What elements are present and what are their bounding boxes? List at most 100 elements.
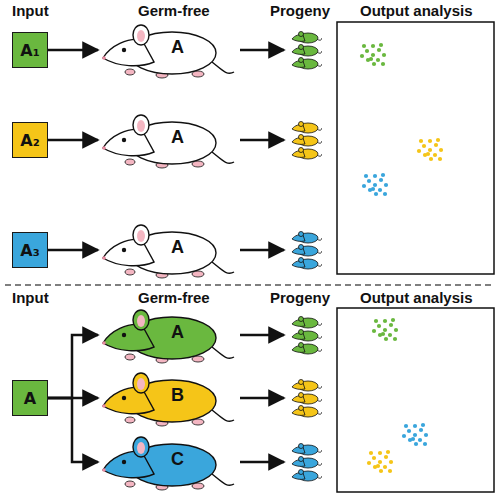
progeny-mouse (292, 470, 322, 482)
divider-line (5, 284, 495, 285)
progeny-mouse (292, 380, 322, 392)
mouse-ear (133, 437, 149, 457)
column-heading: Input (12, 289, 49, 306)
mouse-inner-ear (137, 378, 145, 390)
progeny-mouse (292, 406, 322, 418)
progeny-mouse (292, 245, 322, 257)
mouse-outline (100, 432, 235, 492)
progeny-mouse (292, 122, 322, 134)
mouse-node: C (100, 432, 235, 492)
mouse-node: A (100, 220, 235, 280)
mouse-node: B (100, 368, 235, 428)
mouse-foot (125, 354, 135, 360)
flow-arrow (48, 398, 98, 462)
mouse-nose (102, 341, 106, 345)
mouse-eye (122, 460, 126, 464)
breeding-arrow (240, 139, 284, 142)
mouse-node: A (100, 305, 235, 365)
progeny-mouse (292, 258, 322, 270)
mouse-eye (122, 333, 126, 337)
mouse-eye (122, 138, 126, 142)
mouse-ear (133, 225, 149, 245)
node-label: C (120, 449, 235, 470)
node-label: B (120, 385, 235, 406)
data-cluster (372, 318, 398, 341)
flow-arrow (48, 139, 98, 142)
mouse-ear (133, 373, 149, 393)
input-box: A₃ (12, 232, 48, 268)
node-label: A (120, 127, 235, 148)
mouse-foot (125, 417, 135, 423)
mouse-outline (100, 20, 235, 80)
progeny-mouse (292, 343, 322, 355)
progeny-mouse (292, 444, 322, 456)
column-heading: Input (12, 2, 49, 19)
mouse-eye (122, 396, 126, 400)
mouse-outline (100, 305, 235, 365)
mouse-inner-ear (137, 442, 145, 454)
column-heading: Progeny (270, 2, 330, 19)
mouse-ear (133, 25, 149, 45)
output-panel (337, 22, 494, 274)
column-heading: Output analysis (360, 2, 473, 19)
progeny-mouse (292, 330, 322, 342)
mouse-nose (102, 468, 106, 472)
data-cluster (362, 173, 388, 196)
output-panel (337, 308, 494, 492)
input-box: A₂ (12, 122, 48, 158)
progeny-mouse (292, 148, 322, 160)
mouse-eye (122, 248, 126, 252)
input-box: A₁ (12, 32, 48, 68)
mouse-nose (102, 146, 106, 150)
column-heading: Output analysis (360, 289, 473, 306)
mouse-tail (212, 262, 234, 273)
mouse-foot (125, 159, 135, 165)
mouse-ear (133, 115, 149, 135)
progeny-mouse (292, 135, 322, 147)
mouse-inner-ear (137, 315, 145, 327)
progeny-mouse (292, 457, 322, 469)
mouse-node: A (100, 110, 235, 170)
flow-arrow (48, 49, 98, 52)
mouse-foot (125, 69, 135, 75)
progeny-mouse (292, 32, 322, 44)
breeding-arrow (240, 461, 284, 464)
mouse-outline (100, 368, 235, 428)
progeny-mouse (292, 45, 322, 57)
breeding-arrow (240, 334, 284, 337)
progeny-mouse (292, 232, 322, 244)
mouse-foot (125, 481, 135, 487)
mouse-nose (102, 404, 106, 408)
column-heading: Germ-free (138, 289, 210, 306)
mouse-outline (100, 220, 235, 280)
mouse-nose (102, 56, 106, 60)
mouse-inner-ear (137, 120, 145, 132)
mouse-node: A (100, 20, 235, 80)
data-cluster (417, 138, 443, 161)
mouse-foot (125, 269, 135, 275)
flow-arrow (48, 335, 98, 398)
mouse-inner-ear (137, 230, 145, 242)
breeding-arrow (240, 49, 284, 52)
mouse-tail (212, 62, 234, 73)
mouse-inner-ear (137, 30, 145, 42)
flow-arrow (48, 249, 98, 252)
breeding-arrow (240, 249, 284, 252)
column-heading: Germ-free (138, 2, 210, 19)
mouse-tail (212, 347, 234, 358)
progeny-mouse (292, 317, 322, 329)
data-cluster (367, 450, 393, 473)
mouse-eye (122, 48, 126, 52)
column-heading: Progeny (270, 289, 330, 306)
node-label: A (120, 37, 235, 58)
input-box: A (12, 380, 48, 416)
mouse-nose (102, 256, 106, 260)
mouse-tail (212, 474, 234, 485)
mouse-tail (212, 152, 234, 163)
mouse-tail (212, 410, 234, 421)
breeding-arrow (240, 397, 284, 400)
node-label: A₁ (20, 41, 39, 60)
